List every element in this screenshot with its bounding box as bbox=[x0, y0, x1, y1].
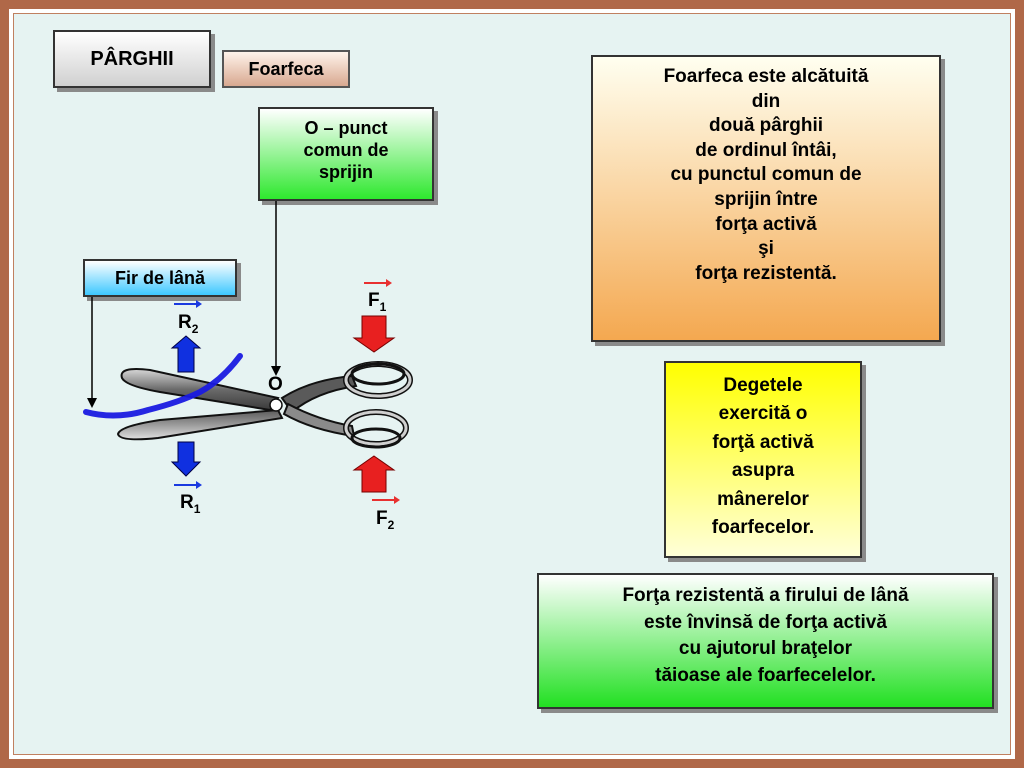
resist-arrow-2 bbox=[170, 335, 202, 373]
upper-handle-arm bbox=[280, 374, 358, 414]
lower-handle-ring-inner bbox=[344, 410, 408, 446]
force-1-label: F1 bbox=[368, 290, 386, 314]
info-line: Degetele bbox=[723, 375, 803, 396]
pivot-leader-arrowhead bbox=[271, 366, 281, 376]
force-2-letter: F bbox=[376, 508, 388, 529]
info-line: mânerelor bbox=[717, 488, 809, 510]
force-arrow-1 bbox=[352, 315, 396, 353]
pivot-label-box: O – punct comun de sprijin bbox=[258, 107, 434, 201]
force-2-subscript: 2 bbox=[387, 517, 395, 532]
resistance-info-box: Forţa rezistentă a firului de lână este … bbox=[537, 573, 994, 709]
pivot-o-label: O bbox=[268, 374, 283, 395]
info-line: forţa activă bbox=[715, 213, 817, 235]
info-line: cu punctul comun de bbox=[670, 164, 862, 186]
resist-2-label: R2 bbox=[178, 312, 198, 336]
lower-blade bbox=[116, 408, 284, 441]
info-line: este învinsă de forţa activă bbox=[644, 611, 887, 633]
force-arrow-2 bbox=[352, 455, 396, 493]
page-title: PÂRGHII bbox=[53, 30, 211, 88]
info-line: forţa rezistentă. bbox=[695, 262, 837, 284]
resist-2-letter: R bbox=[178, 312, 192, 333]
upper-finger-ring-outer bbox=[350, 362, 406, 386]
info-line: de ordinul întâi, bbox=[695, 139, 837, 161]
info-line: tăioase ale foarfecelelor. bbox=[655, 664, 876, 686]
info-line: şi bbox=[758, 238, 774, 260]
info-line: două pârghii bbox=[709, 115, 823, 137]
pivot-label-line: sprijin bbox=[318, 162, 373, 182]
pivot-label-line: comun de bbox=[303, 140, 389, 160]
vector-mark-f2 bbox=[372, 496, 400, 504]
info-line: asupra bbox=[731, 460, 795, 482]
vector-mark-f1 bbox=[364, 279, 392, 287]
force-1-subscript: 1 bbox=[379, 299, 387, 314]
info-line: foarfecelor. bbox=[711, 517, 815, 539]
resist-1-label: R1 bbox=[180, 492, 200, 516]
info-line: sprijin între bbox=[714, 188, 818, 210]
vector-mark-r2 bbox=[174, 300, 202, 308]
info-line: exercită o bbox=[718, 403, 808, 425]
wool-label-box: Fir de lână bbox=[83, 259, 237, 297]
info-line: Forţa rezistentă a firului de lână bbox=[622, 585, 909, 606]
resist-1-letter: R bbox=[180, 492, 194, 513]
info-line: cu ajutorul braţelor bbox=[678, 638, 853, 660]
composition-info-box: Foarfeca este alcătuită din două pârghii… bbox=[591, 55, 941, 342]
force-2-label: F2 bbox=[376, 508, 394, 532]
info-line: din bbox=[751, 90, 781, 112]
wool-leader-arrowhead bbox=[87, 398, 97, 408]
pivot-point bbox=[269, 398, 283, 412]
resist-2-subscript: 2 bbox=[191, 321, 199, 336]
lower-finger-ring-outer bbox=[350, 427, 402, 449]
pivot-label-line: O – punct bbox=[304, 118, 388, 138]
resist-arrow-1 bbox=[170, 441, 202, 477]
fingers-info-box: Degetele exercită o forţă activă asupra … bbox=[664, 361, 862, 558]
info-line: forţă activă bbox=[712, 431, 814, 453]
info-line: Foarfeca este alcătuită bbox=[663, 66, 869, 87]
vector-mark-r1 bbox=[174, 481, 202, 489]
wool-thread bbox=[83, 353, 243, 419]
force-1-letter: F bbox=[368, 290, 380, 311]
resist-1-subscript: 1 bbox=[193, 501, 201, 516]
subtitle-badge: Foarfeca bbox=[222, 50, 350, 88]
